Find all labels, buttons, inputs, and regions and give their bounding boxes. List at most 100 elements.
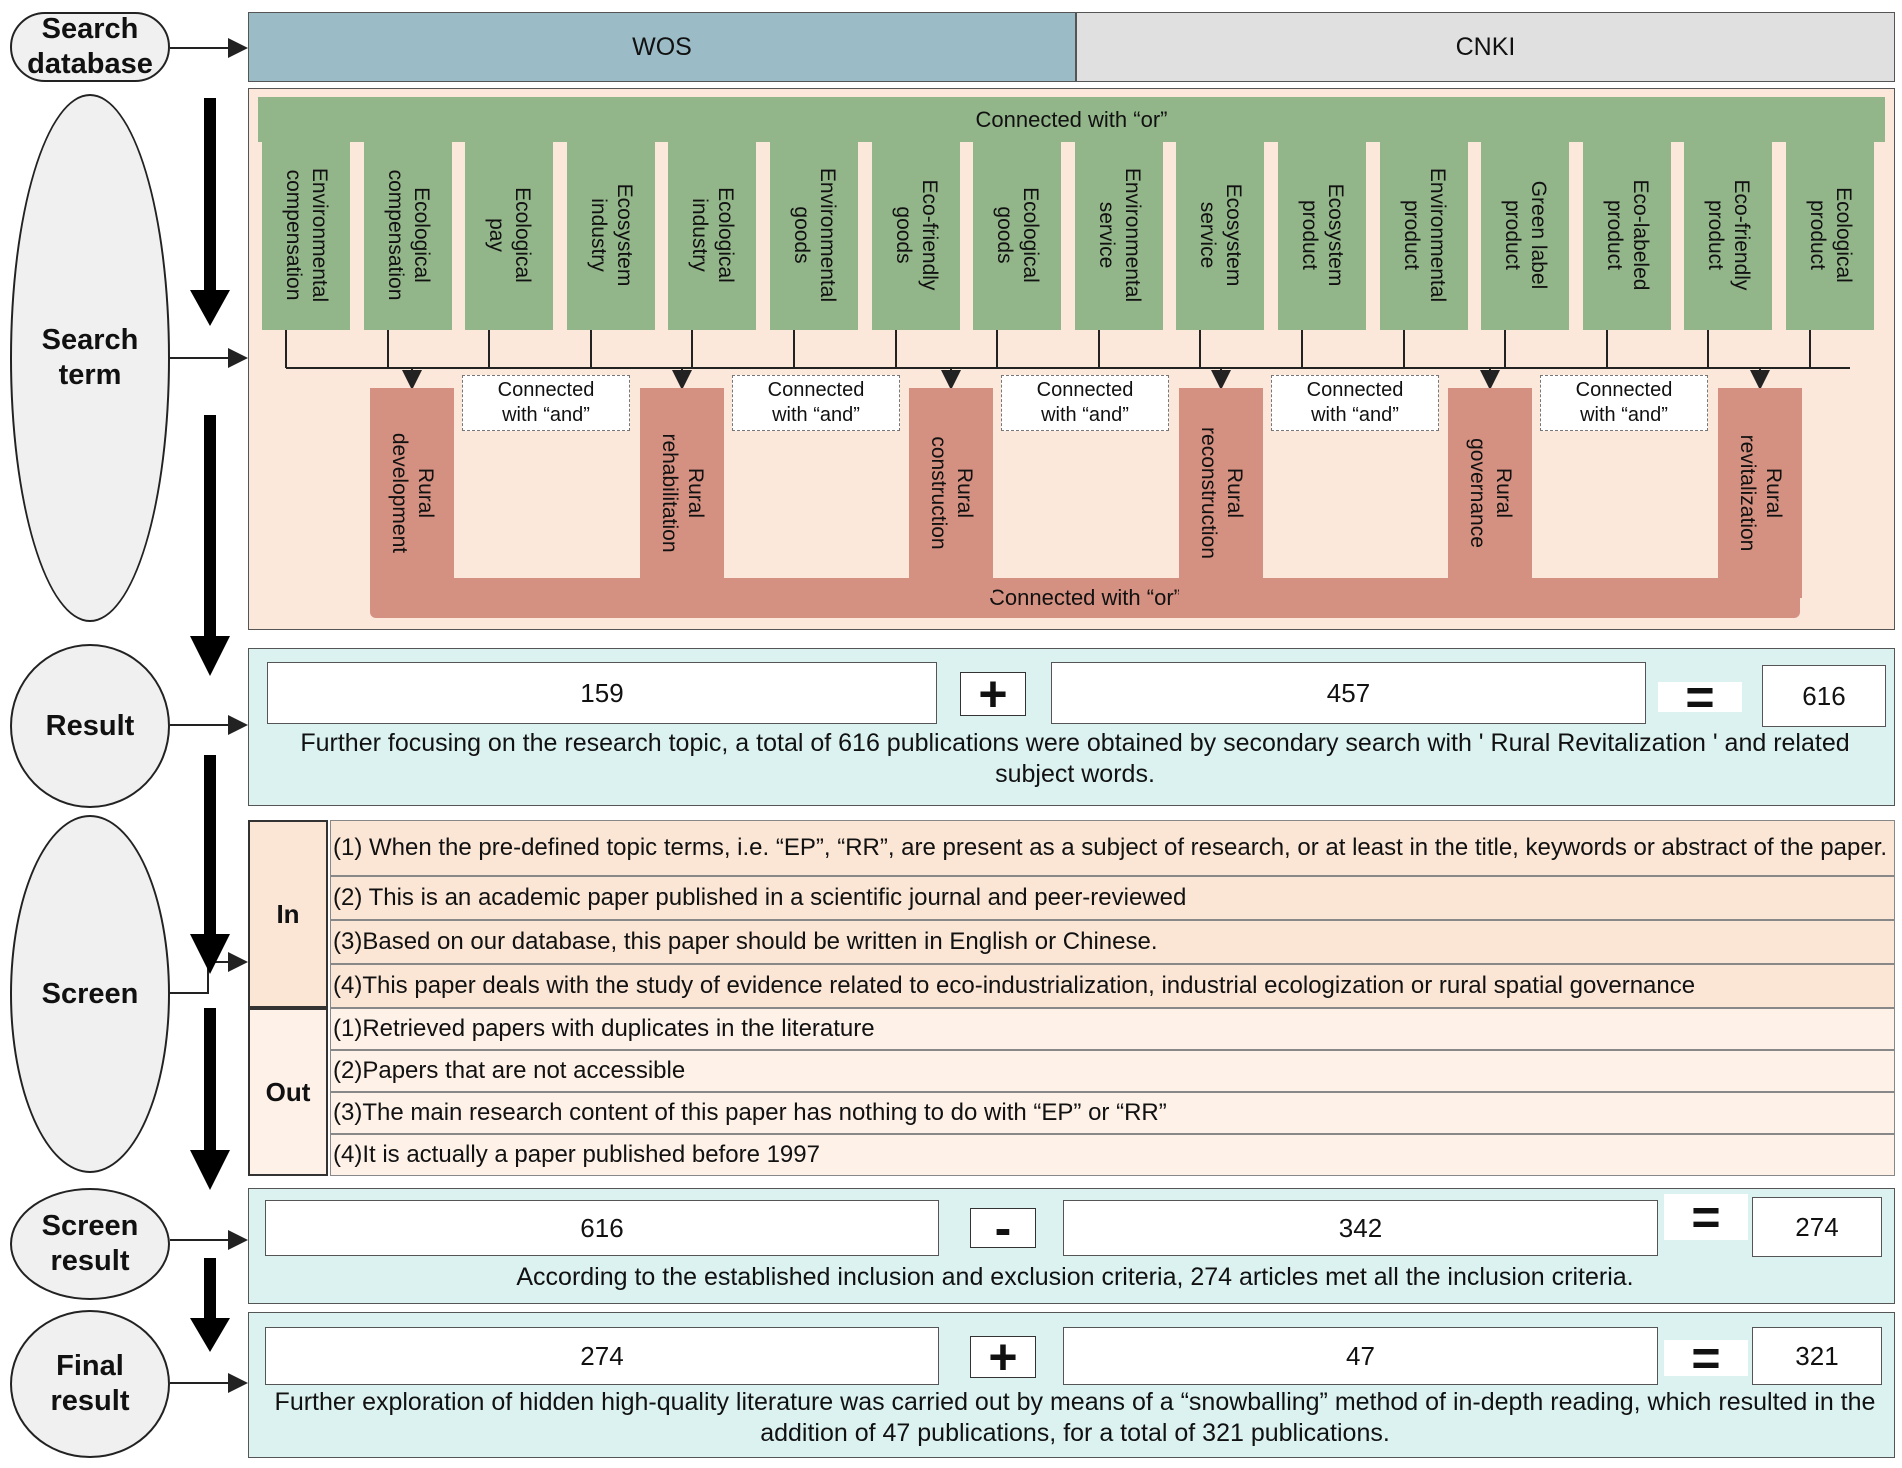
side-text: Out: [265, 1076, 311, 1107]
database-label: CNKI: [1455, 32, 1516, 61]
rural-term-label: Rural reconstruction: [1197, 427, 1246, 559]
stage-label: Screen: [41, 977, 139, 1010]
rural-term: Rural construction: [909, 388, 993, 598]
side-text: In: [276, 898, 300, 929]
criterion-text: (3)Based on our database, this paper sho…: [333, 928, 1158, 955]
rural-or-label: Connected with “or”: [989, 585, 1181, 610]
final-result-note: Further exploration of hidden high-quali…: [274, 1388, 1876, 1447]
rural-term-label: Rural construction: [927, 436, 976, 550]
criterion-text: (4)It is actually a paper published befo…: [333, 1141, 820, 1168]
stage-search-database: Search database: [10, 12, 170, 82]
flow-arrow-3: [190, 755, 230, 974]
rural-term-label: Rural rehabilitation: [658, 433, 707, 553]
database-label: WOS: [632, 32, 692, 61]
green-term: Ecological compensation: [364, 140, 452, 330]
operator-text: +: [978, 666, 1008, 722]
exclusion-criterion: (4)It is actually a paper published befo…: [330, 1134, 1895, 1176]
rural-term: Rural revitalization: [1718, 388, 1802, 598]
result-right-value: 457: [1051, 662, 1646, 724]
flow-arrow-2: [190, 415, 230, 676]
green-or-label: Connected with “or”: [975, 106, 1168, 132]
green-term: Ecological goods: [973, 140, 1061, 330]
green-term: Ecosystem product: [1278, 140, 1366, 330]
inclusion-criterion: (2) This is an academic paper published …: [330, 876, 1895, 920]
value-text: 342: [1338, 1212, 1383, 1243]
screen-out-label: Out: [248, 1008, 328, 1176]
green-term: Ecosystem service: [1176, 140, 1264, 330]
value-text: 274: [1795, 1211, 1839, 1242]
result-note: Further focusing on the research topic, …: [300, 729, 1850, 788]
rural-term: Rural rehabilitation: [640, 388, 724, 598]
green-term: Environmental service: [1075, 140, 1163, 330]
and-connector: Connected with “and”: [462, 375, 630, 431]
green-term: Green label product: [1481, 140, 1569, 330]
stage-label: Final result: [50, 1350, 130, 1417]
database-wos: WOS: [248, 12, 1076, 82]
and-connector: Connected with “and”: [1540, 375, 1708, 431]
green-term: Environmental compensation: [262, 140, 350, 330]
flow-arrow-1: [190, 98, 230, 326]
result-left-value: 159: [267, 662, 937, 724]
green-term: Ecological industry: [668, 140, 756, 330]
green-term: Ecological pay: [465, 140, 553, 330]
exclusion-criterion: (2)Papers that are not accessible: [330, 1050, 1895, 1092]
value-text: 616: [580, 1212, 624, 1243]
criterion-text: (4)This paper deals with the study of ev…: [333, 972, 1696, 999]
screen-in-label: In: [248, 820, 328, 1008]
exclusion-criterion: (1)Retrieved papers with duplicates in t…: [330, 1008, 1895, 1050]
inclusion-criterion: (4)This paper deals with the study of ev…: [330, 964, 1895, 1008]
screen-result-right-value: 342: [1063, 1200, 1658, 1256]
green-term: Environmental product: [1380, 140, 1468, 330]
final-result-left-value: 274: [265, 1327, 939, 1385]
criterion-text: (1)Retrieved papers with duplicates in t…: [333, 1015, 875, 1042]
stage-final-result: Final result: [10, 1310, 170, 1458]
and-connector: Connected with “and”: [732, 375, 900, 431]
rural-or-bar: Connected with “or”: [370, 578, 1800, 618]
value-text: 274: [580, 1340, 624, 1371]
final-result-equals-operator: =: [1664, 1333, 1748, 1383]
operator-text: =: [1691, 1330, 1721, 1386]
criterion-text: (1) When the pre-defined topic terms, i.…: [333, 834, 1888, 861]
rural-term: Rural development: [370, 388, 454, 598]
stage-label: Screen result: [41, 1210, 139, 1277]
stage-result: Result: [10, 644, 170, 808]
inclusion-criterion: (1) When the pre-defined topic terms, i.…: [330, 820, 1895, 876]
result-plus-operator: +: [960, 666, 1026, 722]
screen-result-minus-operator: -: [970, 1203, 1036, 1253]
rural-term-label: Rural governance: [1466, 438, 1515, 548]
value-text: 159: [580, 677, 624, 708]
green-or-bar: Connected with “or”: [258, 97, 1885, 142]
result-total-value: 616: [1762, 665, 1886, 727]
operator-text: =: [1685, 669, 1715, 725]
value-text: 457: [1326, 677, 1371, 708]
final-result-plus-operator: +: [970, 1332, 1036, 1382]
screen-result-equals-operator: =: [1664, 1189, 1748, 1245]
green-term: Eco-friendly product: [1684, 140, 1772, 330]
rural-term: Rural governance: [1448, 388, 1532, 598]
stage-label: Search database: [27, 13, 153, 80]
database-cnki: CNKI: [1076, 12, 1895, 82]
value-text: 321: [1795, 1340, 1839, 1371]
stage-label: Search term: [41, 324, 139, 391]
value-text: 616: [1802, 680, 1846, 711]
value-text: 47: [1346, 1340, 1375, 1371]
green-term: Eco-labeled product: [1583, 140, 1671, 330]
operator-text: -: [994, 1200, 1012, 1256]
arrow-screen: [170, 952, 248, 994]
rural-term: Rural reconstruction: [1179, 388, 1263, 598]
final-result-total-value: 321: [1752, 1327, 1882, 1385]
flow-arrow-5: [190, 1258, 230, 1352]
screen-result-note: According to the established inclusion a…: [516, 1263, 1634, 1291]
exclusion-criterion: (3)The main research content of this pap…: [330, 1092, 1895, 1134]
screen-result-left-value: 616: [265, 1200, 939, 1256]
green-term: Eco-friendly goods: [872, 140, 960, 330]
criterion-text: (2) This is an academic paper published …: [333, 884, 1187, 911]
green-term: Ecosystem industry: [567, 140, 655, 330]
screen-result-total-value: 274: [1752, 1197, 1882, 1257]
operator-text: =: [1691, 1189, 1721, 1245]
stage-label: Result: [45, 709, 135, 742]
criterion-text: (3)The main research content of this pap…: [333, 1099, 1167, 1126]
result-equals-operator: =: [1658, 672, 1742, 722]
